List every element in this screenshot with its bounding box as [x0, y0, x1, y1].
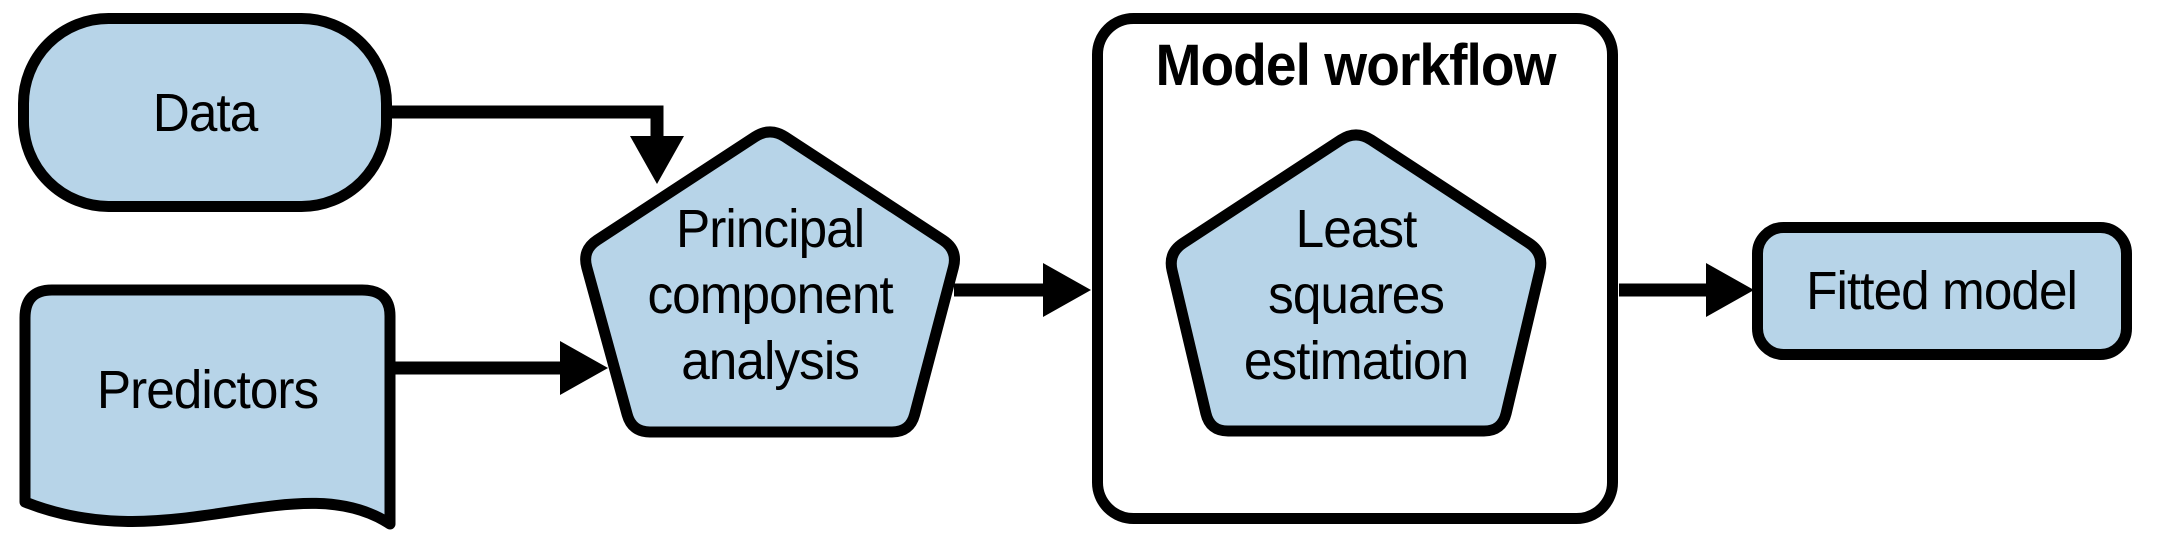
- arrow-pca-to-workflow: [954, 263, 1091, 317]
- pca-node-shape: [580, 126, 960, 438]
- data-node-shape: [18, 13, 392, 212]
- predictors-node-shape: [19, 284, 396, 530]
- arrow-predictors-to-pca-head: [560, 341, 608, 395]
- arrow-predictors-to-pca: [395, 341, 608, 395]
- fitted-node-shape: [1752, 222, 2132, 360]
- arrow-pca-to-workflow-head: [1043, 263, 1091, 317]
- arrow-data-to-pca-line: [392, 105, 664, 140]
- lse-node-shape: [1165, 129, 1547, 437]
- arrow-data-to-pca: [392, 105, 684, 184]
- arrow-data-to-pca-head: [630, 136, 684, 184]
- arrow-workflow-to-fitted-head: [1706, 263, 1754, 317]
- arrow-workflow-to-fitted: [1619, 263, 1754, 317]
